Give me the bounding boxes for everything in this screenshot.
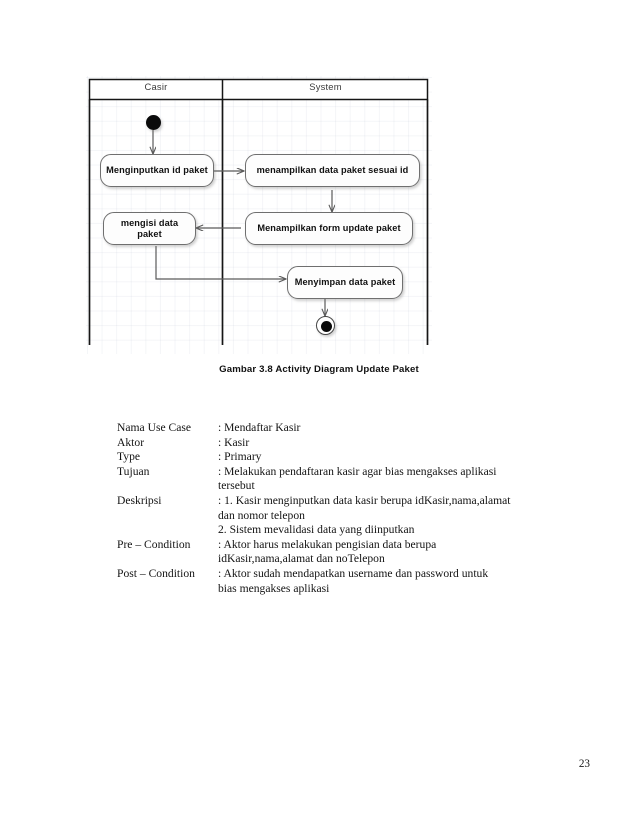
swimlane-header-band [88, 78, 429, 101]
edge-a4-to-a5 [155, 246, 286, 279]
action-node-menampilkan-form-update-paket[interactable]: Menampilkan form update paket [245, 212, 413, 245]
action-node-menyimpan-data-paket[interactable]: Menyimpan data paket [287, 266, 403, 299]
usecase-value: : Kasir [218, 435, 250, 449]
action-node-menginputkan-id-paket[interactable]: Menginputkan id paket [100, 154, 214, 187]
usecase-row: Post – Condition : Aktor sudah mendapatk… [117, 567, 587, 596]
usecase-value: : 1. Kasir menginputkan data kasir berup… [218, 493, 511, 537]
usecase-description-table: Nama Use Case : Mendaftar Kasir Aktor : … [117, 421, 587, 596]
swimlane-partitions [88, 99, 429, 345]
action-node-menampilkan-data-paket-sesuai-id[interactable]: menampilkan data paket sesuai id [245, 154, 420, 187]
usecase-label: Tujuan [117, 464, 150, 478]
usecase-row: Type : Primary [117, 450, 587, 465]
final-node [316, 316, 335, 335]
usecase-row: Tujuan : Melakukan pendaftaran kasir aga… [117, 465, 587, 494]
usecase-value: : Primary [218, 450, 262, 464]
diagram-vector-layer [88, 78, 429, 345]
swimlane-header-system: System [309, 81, 342, 92]
usecase-label: Nama Use Case [117, 421, 192, 434]
usecase-row: Nama Use Case : Mendaftar Kasir [117, 421, 587, 436]
usecase-row: Aktor : Kasir [117, 436, 587, 451]
usecase-row: Deskripsi : 1. Kasir menginputkan data k… [117, 494, 587, 538]
usecase-value: : Aktor harus melakukan pengisian data b… [218, 537, 437, 566]
activity-diagram-figure: Casir System Menginputkan id paket menam… [86, 76, 432, 354]
figure-caption: Gambar 3.8 Activity Diagram Update Paket [219, 364, 419, 375]
usecase-label: Post – Condition [117, 566, 195, 580]
swimlane-header-casir: Casir [144, 81, 168, 92]
usecase-row: Pre – Condition : Aktor harus melakukan … [117, 538, 587, 567]
usecase-value: : Melakukan pendaftaran kasir agar bias … [218, 464, 497, 493]
usecase-label: Aktor [117, 435, 145, 449]
page-number: 23 [578, 758, 590, 770]
action-node-mengisi-data-paket[interactable]: mengisi data paket [103, 212, 196, 245]
usecase-value: : Mendaftar Kasir [218, 421, 301, 434]
usecase-label: Type [117, 450, 141, 464]
usecase-label: Pre – Condition [117, 537, 191, 551]
usecase-label: Deskripsi [117, 493, 162, 507]
initial-node [145, 115, 161, 130]
usecase-value: : Aktor sudah mendapatkan username dan p… [218, 566, 489, 595]
final-node-core [321, 321, 332, 332]
